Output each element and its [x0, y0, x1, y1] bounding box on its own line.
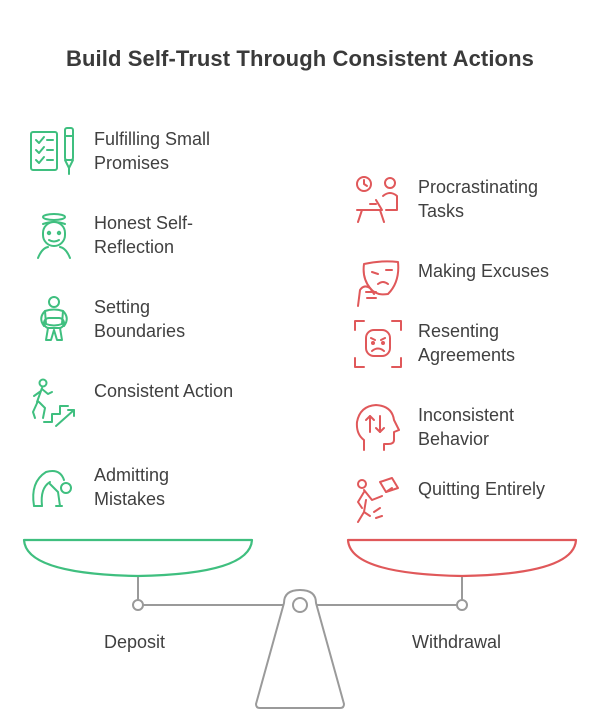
- deposit-pivot: [132, 599, 144, 611]
- frowning-face-frame-icon: [352, 318, 404, 370]
- withdrawal-pivot: [456, 599, 468, 611]
- page-title: Build Self-Trust Through Consistent Acti…: [66, 46, 534, 71]
- person-climbing-stairs-icon: [28, 378, 80, 430]
- head-arrows-icon: [352, 402, 404, 454]
- withdrawal-label: Withdrawal: [412, 632, 502, 652]
- withdrawal-item-label: Quitting Entirely: [418, 479, 546, 499]
- person-bowing-icon: [28, 462, 80, 514]
- withdrawal-item-label: Making Excuses: [418, 261, 550, 281]
- deposit-item-label: Consistent Action: [94, 381, 234, 401]
- deposit-item-label: Setting Boundaries: [94, 297, 186, 341]
- person-throwing-book-icon: [352, 476, 404, 528]
- clock-person-desk-icon: [352, 174, 404, 226]
- person-boundary-icon: [28, 294, 80, 346]
- person-reflection-icon: [28, 210, 80, 262]
- withdrawal-item-label: Procrastinating Tasks: [418, 177, 539, 221]
- withdrawal-item-label: Resenting Agreements: [418, 321, 516, 365]
- deposit-label: Deposit: [104, 632, 166, 652]
- checklist-pen-icon: [28, 126, 80, 178]
- deposit-item-label: Fulfilling Small Promises: [94, 129, 211, 173]
- withdrawal-item-label: Inconsistent Behavior: [418, 405, 515, 449]
- deposit-pan: [22, 538, 254, 578]
- deposit-item-label: Admitting Mistakes: [94, 465, 170, 509]
- scale-base: [255, 589, 345, 709]
- center-pivot: [292, 597, 308, 613]
- withdrawal-pan: [346, 538, 578, 578]
- deposit-item-label: Honest Self-Reflection: [94, 213, 194, 257]
- mask-hand-icon: [352, 258, 404, 310]
